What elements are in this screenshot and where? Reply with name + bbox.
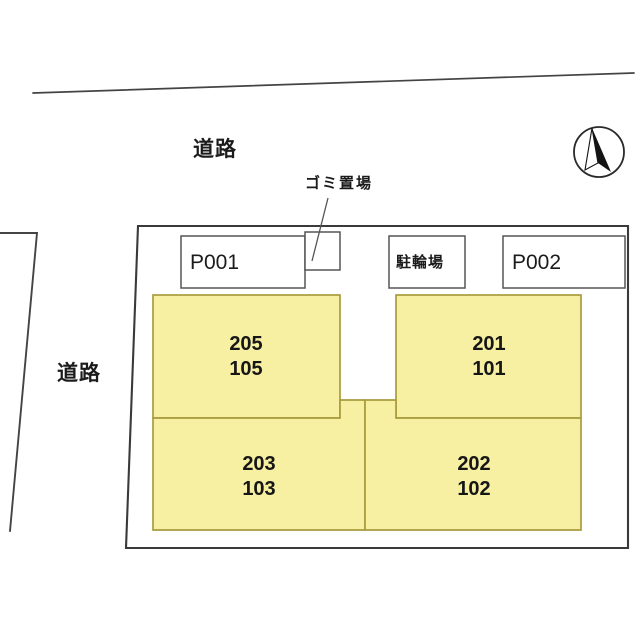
garbage-area-label: ゴミ置場 bbox=[305, 174, 374, 192]
unit-lower-number: 102 bbox=[457, 477, 491, 500]
north-road-edge-line bbox=[32, 72, 635, 94]
parking-stall-p001-label: P001 bbox=[190, 251, 240, 274]
unit-block-201-101[interactable] bbox=[395, 294, 582, 419]
parking-stall-p002-label: P002 bbox=[512, 251, 562, 274]
north-road-label: 道路 bbox=[193, 137, 237, 161]
unit-upper-number: 201 bbox=[472, 333, 506, 355]
unit-label-205-105: 205 105 bbox=[196, 332, 296, 382]
parking-stall-p002-box[interactable] bbox=[502, 235, 626, 289]
west-road-edge-line bbox=[0, 232, 39, 532]
west-road-label: 道路 bbox=[57, 361, 101, 385]
unit-block-205-105[interactable] bbox=[152, 294, 341, 419]
unit-label-203-103: 203 103 bbox=[209, 452, 309, 502]
bicycle-parking-box[interactable] bbox=[388, 235, 466, 289]
unit-label-202-102: 202 102 bbox=[424, 452, 524, 502]
unit-lower-number: 101 bbox=[472, 357, 506, 380]
unit-block-202-102[interactable] bbox=[364, 399, 582, 531]
unit-upper-number: 205 bbox=[229, 333, 263, 355]
garbage-area-box[interactable] bbox=[304, 231, 341, 271]
unit-upper-number: 203 bbox=[242, 453, 276, 475]
unit-lower-number: 103 bbox=[242, 477, 276, 500]
unit-upper-number: 202 bbox=[457, 453, 491, 475]
unit-lower-number: 105 bbox=[229, 357, 263, 380]
garbage-area-leader-line bbox=[311, 197, 329, 262]
north-arrow-icon bbox=[573, 126, 625, 178]
bicycle-parking-label: 駐輪場 bbox=[396, 253, 445, 271]
unit-label-201-101: 201 101 bbox=[439, 332, 539, 382]
